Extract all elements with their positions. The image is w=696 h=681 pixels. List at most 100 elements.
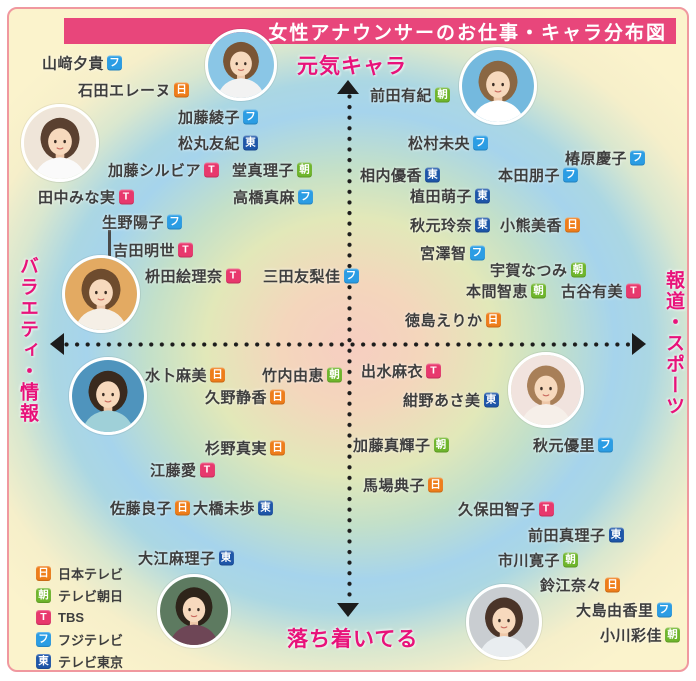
announcer-name: 古谷有美 [561, 283, 624, 301]
station-badge-nittele: 日 [605, 577, 621, 593]
legend-label: フジテレビ [58, 632, 124, 648]
announcer-name: 松村未央 [408, 135, 471, 153]
announcer-name: 秋元玲奈 [410, 217, 473, 235]
announcer-name: 市川寛子 [498, 552, 561, 570]
axis-arrow-up-icon [337, 80, 359, 94]
announcer-name: 生野陽子 [102, 214, 165, 232]
announcer-entry: 馬場典子日 [363, 475, 444, 496]
station-badge-tbs: T [626, 283, 642, 299]
station-badge-asahi: 朝 [297, 162, 313, 178]
announcer-entry: 加藤真輝子朝 [353, 435, 449, 456]
announcer-name: 江藤愛 [150, 462, 197, 480]
axis-arrow-down-icon [337, 603, 359, 617]
station-badge-fuji: フ [243, 109, 259, 125]
station-badge-fuji: フ [656, 602, 672, 618]
announcer-name: 石田エレーヌ [78, 82, 172, 100]
announcer-photo [157, 574, 231, 648]
announcer-entry: 杉野真実日 [205, 438, 286, 459]
announcer-name: 小川彩佳 [600, 627, 663, 645]
avatar-illustration [462, 50, 534, 122]
announcer-name: 堂真理子 [232, 162, 295, 180]
station-badge-fuji: フ [167, 214, 183, 230]
announcer-name: 植田萌子 [410, 188, 473, 206]
avatar-illustration [469, 587, 539, 657]
announcer-name: 水卜麻美 [145, 367, 208, 385]
station-badge-tbs: T [426, 363, 442, 379]
announcer-name: 杉野真実 [205, 440, 268, 458]
legend-badge-tvtokyo: 東 [36, 653, 51, 669]
station-badge-fuji: フ [298, 189, 314, 205]
announcer-name: 加藤シルビア [108, 162, 202, 180]
station-badge-tbs: T [178, 242, 194, 258]
legend-item-nittele: 日日本テレビ [36, 562, 123, 584]
announcer-entry: 椿原慶子フ [565, 148, 646, 169]
announcer-name: 田中みな実 [38, 189, 116, 207]
axis-arrow-left-icon [50, 333, 64, 355]
announcer-name: 枡田絵理奈 [145, 268, 223, 286]
announcer-name: 大橋未歩 [193, 500, 256, 518]
announcer-entry: 水卜麻美日 [145, 365, 226, 386]
announcer-name: 佐藤良子 [110, 500, 173, 518]
announcer-name: 馬場典子 [363, 477, 426, 495]
avatar-illustration [160, 577, 228, 645]
announcer-name: 宇賀なつみ [490, 262, 568, 280]
avatar-illustration [208, 32, 274, 98]
announcer-entry: 山﨑夕貴フ [42, 53, 123, 74]
station-badge-tbs: T [199, 462, 215, 478]
announcer-entry: 高橋真麻フ [233, 187, 314, 208]
announcer-name: 本間智恵 [466, 283, 529, 301]
station-badge-tbs: T [118, 189, 134, 205]
announcer-entry: 大橋未歩東 [193, 498, 274, 519]
announcer-entry: 秋元玲奈東 [410, 215, 491, 236]
station-badge-tbs: T [225, 268, 241, 284]
announcer-name: 加藤真輝子 [353, 437, 431, 455]
announcer-name: 椿原慶子 [565, 150, 628, 168]
station-badge-fuji: フ [563, 167, 579, 183]
announcer-name: 前田真理子 [528, 527, 606, 545]
announcer-name: 久保田智子 [458, 501, 536, 519]
station-badge-nittele: 日 [485, 312, 501, 328]
announcer-entry: 小川彩佳朝 [600, 625, 681, 646]
announcer-entry: 竹内由恵朝 [262, 365, 343, 386]
legend-badge-tbs: T [36, 609, 51, 625]
announcer-entry: 生野陽子フ [102, 212, 183, 233]
announcer-entry: 宇賀なつみ朝 [490, 260, 586, 281]
announcer-entry: 相内優香東 [360, 165, 441, 186]
announcer-name: 久野静香 [205, 389, 268, 407]
announcer-name: 小熊美香 [500, 217, 563, 235]
announcer-name: 本田朋子 [498, 167, 561, 185]
station-badge-tvtokyo: 東 [243, 135, 259, 151]
announcer-name: 松丸友紀 [178, 135, 241, 153]
legend-badge-nittele: 日 [36, 565, 51, 581]
announcer-entry: 本田朋子フ [498, 165, 579, 186]
avatar-illustration [24, 107, 96, 179]
announcer-photo [205, 29, 277, 101]
announcer-entry: 宮澤智フ [420, 243, 485, 264]
announcer-entry: 前田有紀朝 [370, 85, 451, 106]
announcer-photo [508, 352, 584, 428]
announcer-photo [21, 104, 99, 182]
station-badge-tvtokyo: 東 [475, 188, 491, 204]
announcer-name: 宮澤智 [420, 245, 467, 263]
station-badge-fuji: フ [473, 135, 489, 151]
announcer-photo [466, 584, 542, 660]
station-badge-tvtokyo: 東 [218, 550, 234, 566]
announcer-entry: 石田エレーヌ日 [78, 80, 190, 101]
announcer-name: 相内優香 [360, 167, 423, 185]
station-badge-fuji: フ [107, 55, 123, 71]
announcer-entry: 本間智恵朝 [466, 281, 547, 302]
station-badge-tbs: T [204, 162, 220, 178]
station-badge-asahi: 朝 [570, 262, 586, 278]
announcer-name: 高橋真麻 [233, 189, 296, 207]
announcer-entry: 紺野あさ美東 [403, 390, 499, 411]
station-badge-asahi: 朝 [665, 627, 681, 643]
announcer-name: 加藤綾子 [178, 109, 241, 127]
